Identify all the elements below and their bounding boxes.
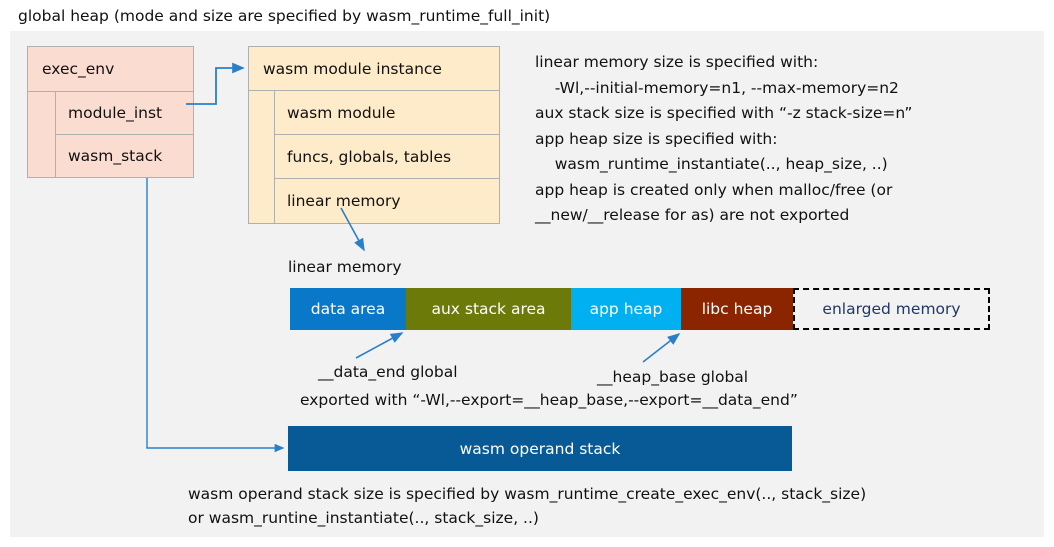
wasm-module-instance-rows: wasm module funcs, globals, tables linea…: [275, 91, 499, 223]
memory-segment-data-area: data area: [290, 288, 406, 330]
wasm-module-instance-gutter: [249, 91, 275, 223]
heap-base-global-annotation: __heap_base global: [597, 368, 749, 386]
wasm-module-instance-header: wasm module instance: [249, 47, 499, 91]
memory-segment-app-heap: app heap: [571, 288, 681, 330]
data-end-global-annotation: __data_end global: [318, 363, 458, 381]
exec-env-field-module-inst: module_inst: [56, 92, 193, 135]
wasm-module-instance-box: wasm module instance wasm module funcs, …: [248, 46, 500, 224]
exec-env-rows: module_inst wasm_stack: [56, 92, 193, 177]
wasm-operand-stack-bar: wasm operand stack: [288, 426, 792, 471]
module-field-linear-memory: linear memory: [287, 192, 401, 210]
linear-memory-strip: data area aux stack area app heap libc h…: [290, 288, 990, 330]
exported-with-annotation: exported with “-Wl,--export=__heap_base,…: [300, 391, 798, 409]
exec-env-body: module_inst wasm_stack: [28, 92, 193, 177]
exec-env-field-wasm-stack: wasm_stack: [68, 146, 163, 165]
memory-segment-enlarged-memory: enlarged memory: [793, 288, 990, 330]
linear-memory-config-note: linear memory size is specified with: -W…: [535, 53, 913, 224]
module-field-wasm-module: wasm module: [275, 91, 499, 135]
exec-env-gutter: [28, 92, 56, 177]
wasm-module-instance-body: wasm module funcs, globals, tables linea…: [249, 91, 499, 223]
exec-env-box: exec_env module_inst wasm_stack: [27, 46, 194, 178]
module-field-funcs-globals-tables: funcs, globals, tables: [275, 135, 499, 179]
operand-stack-size-note: wasm operand stack size is specified by …: [188, 485, 867, 527]
linear-memory-strip-label: linear memory: [288, 258, 402, 276]
exec-env-header: exec_env: [28, 47, 193, 92]
memory-segment-aux-stack-area: aux stack area: [406, 288, 571, 330]
memory-segment-libc-heap: libc heap: [681, 288, 793, 330]
page-title: global heap (mode and size are specified…: [18, 7, 551, 25]
